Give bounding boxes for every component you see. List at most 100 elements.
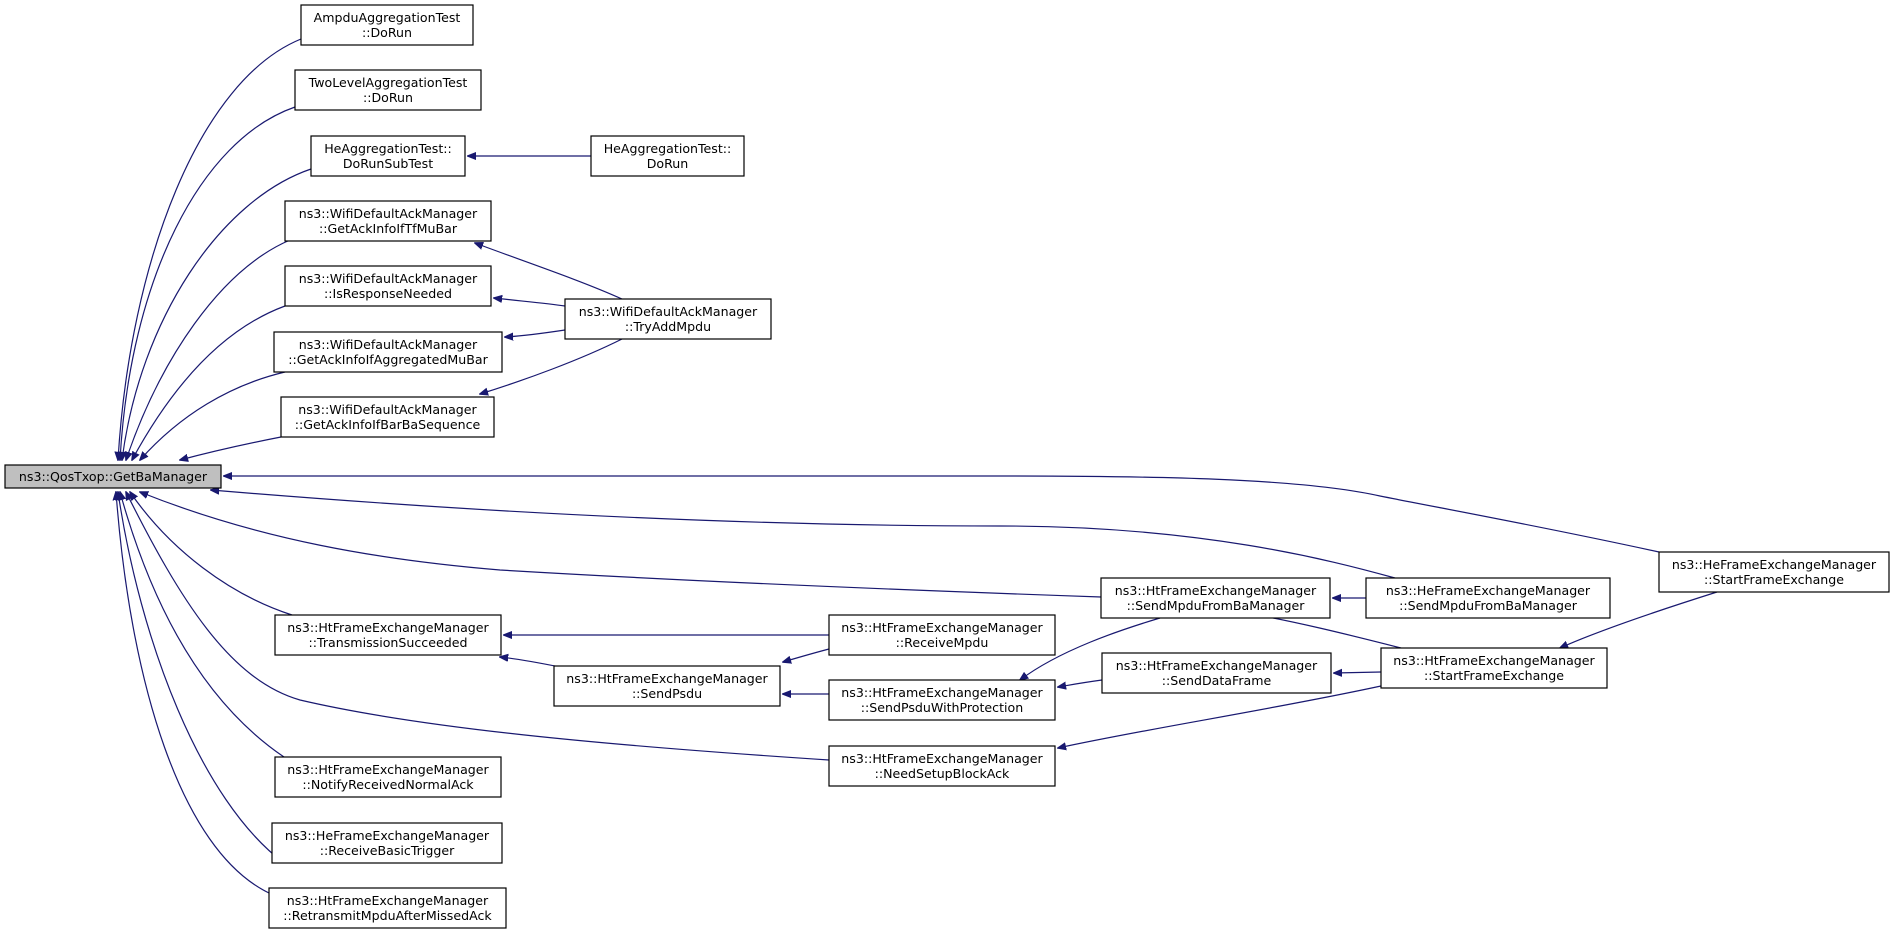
- node-box: [280, 396, 495, 438]
- node-label-line: ::StartFrameExchange: [1424, 668, 1564, 683]
- node-label-line: TwoLevelAggregationTest: [308, 75, 468, 90]
- node-htsendmpdu[interactable]: ns3::HtFrameExchangeManager::SendMpduFro…: [1100, 577, 1331, 619]
- edge-hestartfe-to-root: [224, 476, 1660, 553]
- node-label-line: ns3::HtFrameExchangeManager: [1393, 653, 1595, 668]
- node-retransmit[interactable]: ns3::HtFrameExchangeManager::RetransmitM…: [268, 887, 507, 929]
- node-box: [300, 4, 474, 46]
- node-senddata[interactable]: ns3::HtFrameExchangeManager::SendDataFra…: [1101, 652, 1332, 694]
- node-txsucc[interactable]: ns3::HtFrameExchangeManager::Transmissio…: [274, 614, 502, 656]
- edge-tfmubar-to-root: [126, 239, 291, 460]
- node-hesub[interactable]: HeAggregationTest::DoRunSubTest: [310, 135, 466, 177]
- node-label-line: ns3::WifiDefaultAckManager: [298, 402, 477, 417]
- node-label-line: ns3::HtFrameExchangeManager: [841, 620, 1043, 635]
- node-label-line: ns3::HtFrameExchangeManager: [566, 671, 768, 686]
- node-barba[interactable]: ns3::WifiDefaultAckManager::GetAckInfoIf…: [280, 396, 495, 438]
- edge-barba-to-root: [180, 436, 282, 460]
- node-sendpsduprot[interactable]: ns3::HtFrameExchangeManager::SendPsduWit…: [828, 679, 1056, 721]
- node-label-line: ::SendPsdu: [632, 686, 702, 701]
- edge-retransmit-to-root: [116, 492, 270, 894]
- node-box: [271, 822, 503, 864]
- edge-htstartfe-to-needsetup: [1058, 685, 1382, 748]
- node-label-line: ns3::HtFrameExchangeManager: [287, 893, 489, 908]
- node-tfmubar[interactable]: ns3::WifiDefaultAckManager::GetAckInfoIf…: [284, 200, 492, 242]
- node-label-line: ns3::WifiDefaultAckManager: [299, 271, 478, 286]
- node-aggmubar[interactable]: ns3::WifiDefaultAckManager::GetAckInfoIf…: [273, 331, 503, 373]
- node-box: [553, 665, 781, 707]
- node-box: [1365, 577, 1611, 619]
- edge-tryadd-to-aggmubar: [505, 329, 566, 337]
- node-tryadd[interactable]: ns3::WifiDefaultAckManager::TryAddMpdu: [564, 298, 772, 340]
- edge-senddata-to-sendpsduprot: [1058, 679, 1103, 687]
- node-label-line: ::GetAckInfoIfAggregatedMuBar: [288, 352, 488, 367]
- node-herun[interactable]: HeAggregationTest::DoRun: [590, 135, 745, 177]
- node-box: [590, 135, 745, 177]
- node-label-line: ::TransmissionSucceeded: [309, 635, 468, 650]
- node-label-line: ns3::HtFrameExchangeManager: [287, 620, 489, 635]
- node-label-line: ::ReceiveMpdu: [896, 635, 989, 650]
- node-label-line: ns3::WifiDefaultAckManager: [299, 206, 478, 221]
- edge-htsendmpdu-to-sendpsduprot: [1020, 617, 1161, 680]
- edge-txsucc-to-root: [130, 492, 293, 616]
- edge-hesub-to-root: [122, 168, 312, 460]
- node-label-line: DoRun: [647, 156, 689, 171]
- node-htstartfe[interactable]: ns3::HtFrameExchangeManager::StartFrameE…: [1380, 647, 1608, 689]
- edge-recvmpdu-to-sendpsdu: [783, 648, 830, 662]
- node-needsetup[interactable]: ns3::HtFrameExchangeManager::NeedSetupBl…: [828, 745, 1056, 787]
- node-box: [564, 298, 772, 340]
- node-hestartfe[interactable]: ns3::HeFrameExchangeManager::StartFrameE…: [1658, 551, 1890, 593]
- node-label-line: ns3::HtFrameExchangeManager: [841, 685, 1043, 700]
- edge-recvbasic-to-root: [118, 492, 285, 864]
- node-recvmpdu[interactable]: ns3::HtFrameExchangeManager::ReceiveMpdu: [828, 614, 1056, 656]
- node-label-line: ns3::HtFrameExchangeManager: [287, 762, 489, 777]
- node-label-line: ::TryAddMpdu: [625, 319, 711, 334]
- node-box: [1380, 647, 1608, 689]
- edge-twolevel-to-root: [120, 106, 296, 460]
- node-notifyack[interactable]: ns3::HtFrameExchangeManager::NotifyRecei…: [274, 756, 502, 798]
- node-label-line: ::SendDataFrame: [1162, 673, 1272, 688]
- node-label-line: ns3::WifiDefaultAckManager: [299, 337, 478, 352]
- node-label-line: ::SendPsduWithProtection: [861, 700, 1023, 715]
- edges-layer: [116, 38, 1718, 894]
- node-sendpsdu[interactable]: ns3::HtFrameExchangeManager::SendPsdu: [553, 665, 781, 707]
- nodes-layer: ns3::QosTxop::GetBaManager AmpduAggregati…: [4, 4, 1890, 929]
- node-label-line: ns3::HeFrameExchangeManager: [1672, 557, 1877, 572]
- node-box: [1100, 577, 1331, 619]
- edge-hestartfe-to-htstartfe: [1560, 591, 1718, 648]
- node-label-line: ::DoRun: [362, 25, 412, 40]
- node-recvbasic[interactable]: ns3::HeFrameExchangeManager::ReceiveBasi…: [271, 822, 503, 864]
- node-hesendmpdu[interactable]: ns3::HeFrameExchangeManager::SendMpduFro…: [1365, 577, 1611, 619]
- node-label-line: ::NotifyReceivedNormalAck: [302, 777, 474, 792]
- node-label-line: ::RetransmitMpduAfterMissedAck: [283, 908, 492, 923]
- node-label-line: ns3::HeFrameExchangeManager: [1386, 583, 1591, 598]
- edge-ampdu-to-root: [118, 38, 302, 460]
- node-twolevel[interactable]: TwoLevelAggregationTest::DoRun: [294, 69, 482, 111]
- edge-tryadd-to-barba: [480, 338, 623, 394]
- node-label-line: ns3::QosTxop::GetBaManager: [19, 469, 208, 484]
- node-label-line: ::SendMpduFromBaManager: [1399, 598, 1578, 613]
- node-box: [268, 887, 507, 929]
- node-label-line: ::DoRun: [363, 90, 413, 105]
- node-label-line: ::ReceiveBasicTrigger: [320, 843, 455, 858]
- node-label-line: ::IsResponseNeeded: [324, 286, 452, 301]
- node-box: [828, 745, 1056, 787]
- node-box: [828, 614, 1056, 656]
- edge-aggmubar-to-root: [140, 371, 286, 460]
- node-box: [294, 69, 482, 111]
- root-node[interactable]: ns3::QosTxop::GetBaManager: [4, 464, 222, 489]
- node-label-line: AmpduAggregationTest: [314, 10, 461, 25]
- node-box: [1101, 652, 1332, 694]
- node-ampdu[interactable]: AmpduAggregationTest::DoRun: [300, 4, 474, 46]
- node-label-line: HeAggregationTest::: [604, 141, 732, 156]
- node-isresp[interactable]: ns3::WifiDefaultAckManager::IsResponseNe…: [284, 265, 492, 307]
- node-label-line: ::NeedSetupBlockAck: [875, 766, 1010, 781]
- edge-needsetup-to-root: [126, 492, 830, 761]
- node-box: [284, 200, 492, 242]
- node-label-line: ::SendMpduFromBaManager: [1127, 598, 1306, 613]
- node-box: [274, 614, 502, 656]
- node-box: [828, 679, 1056, 721]
- node-label-line: ::GetAckInfoIfBarBaSequence: [295, 417, 481, 432]
- node-box: [1658, 551, 1890, 593]
- node-box: [4, 464, 222, 489]
- edge-tryadd-to-tfmubar: [475, 243, 623, 300]
- node-label-line: ::GetAckInfoIfTfMuBar: [319, 221, 458, 236]
